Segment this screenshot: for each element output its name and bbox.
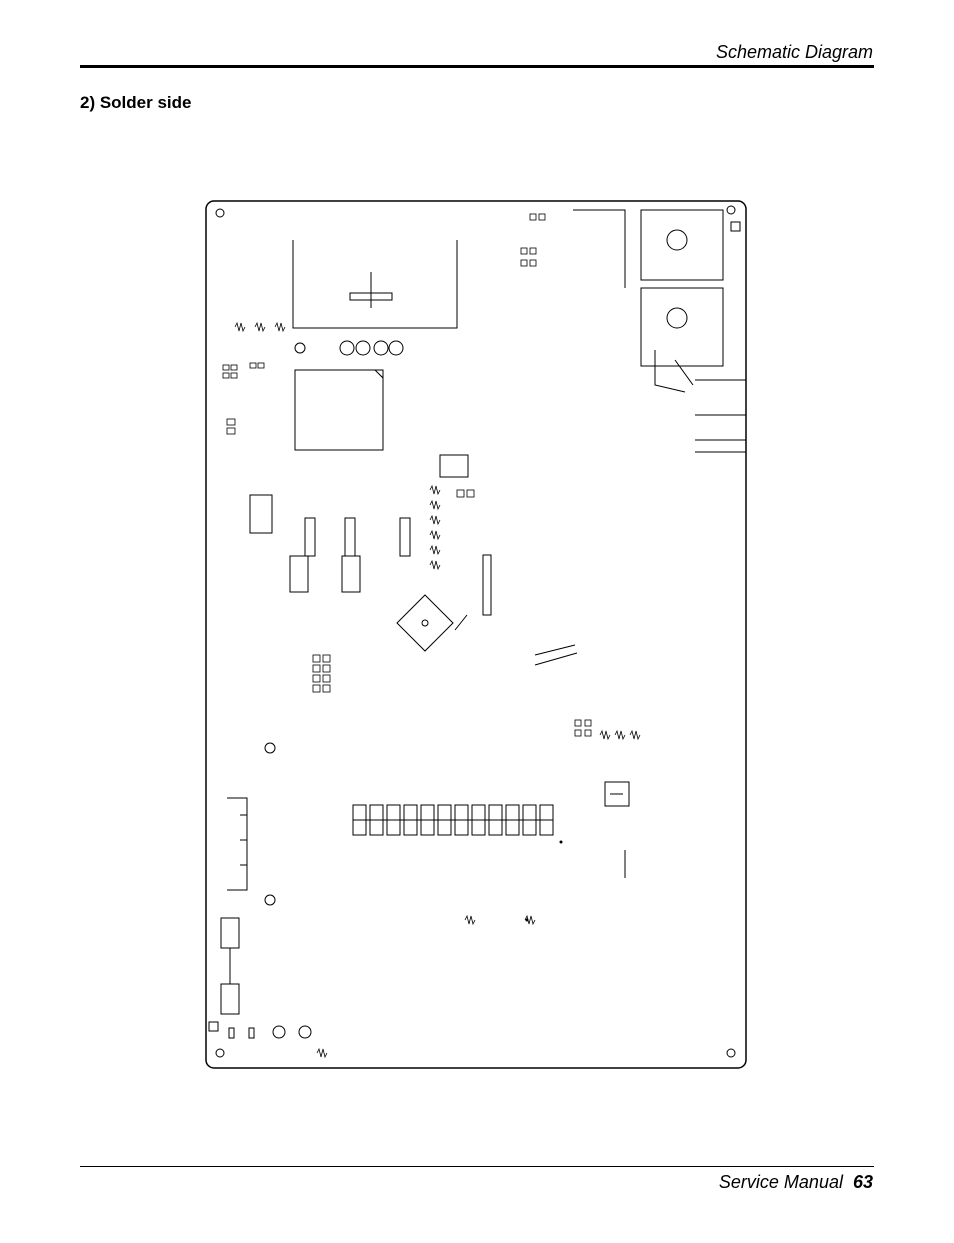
- header-title: Schematic Diagram: [716, 42, 873, 63]
- header-rule: [80, 65, 874, 68]
- page-number: 63: [853, 1172, 873, 1192]
- footer-manual-label: Service Manual: [719, 1172, 843, 1192]
- footer: Service Manual 63: [719, 1172, 873, 1193]
- section-title: 2) Solder side: [80, 93, 191, 113]
- pcb-solder-side-diagram: [205, 200, 747, 1069]
- footer-rule: [80, 1166, 874, 1167]
